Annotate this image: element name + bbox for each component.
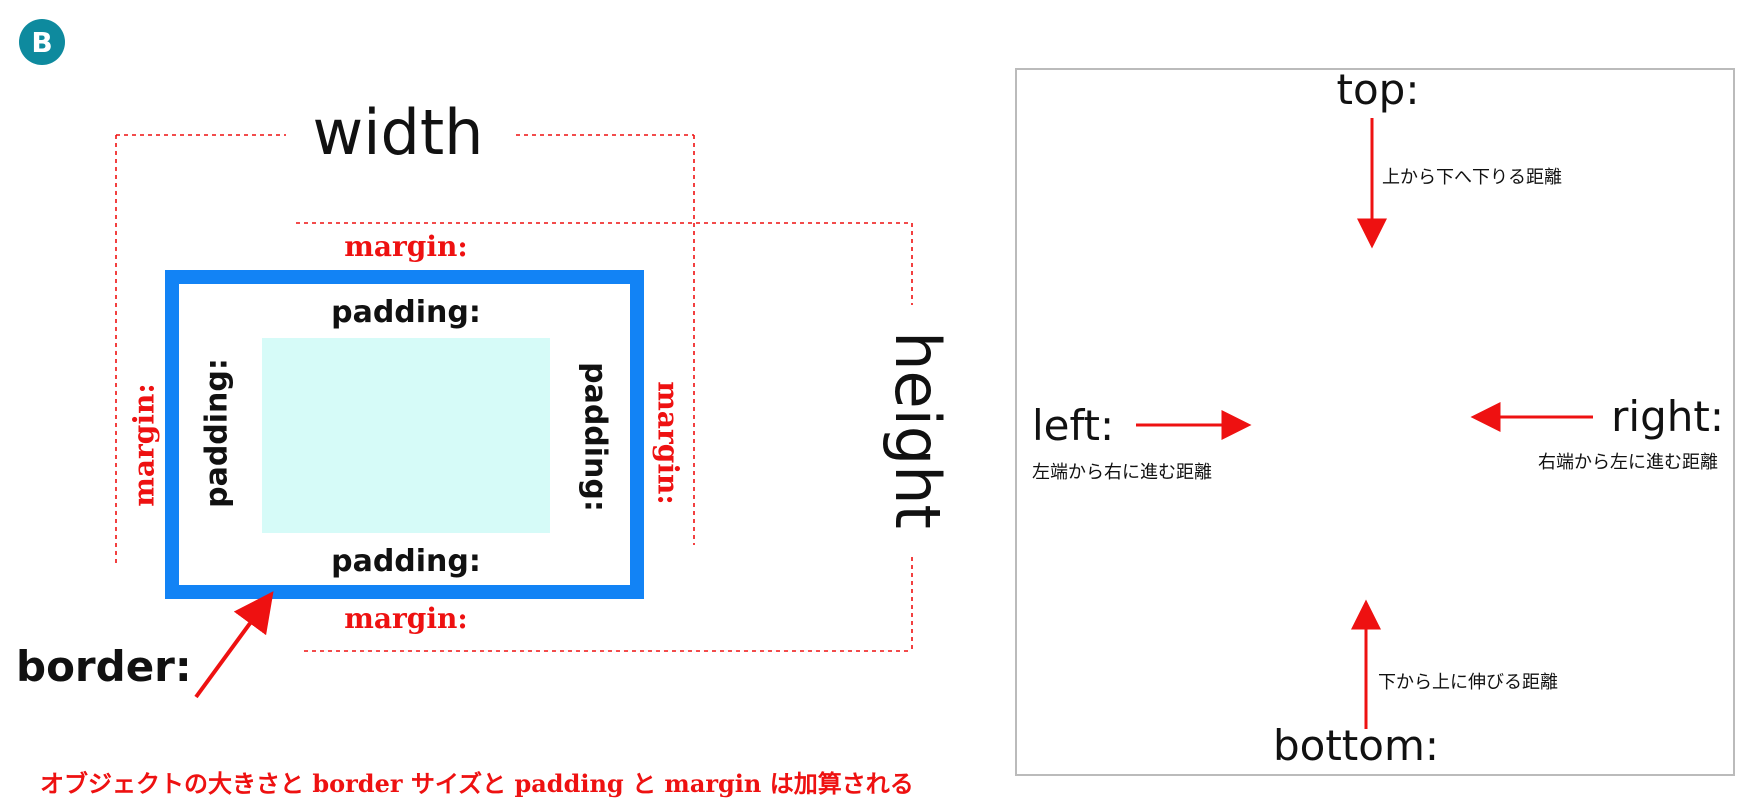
position-panel: top: 上から下へ下りる距離 left: 左端から右に進む距離 right: … (1015, 65, 1735, 776)
left-desc: 左端から右に進む距離 (1032, 462, 1212, 483)
width-label: width (313, 96, 484, 169)
footnote: オブジェクトの大きさと border サイズと padding と margin… (40, 769, 914, 798)
right-label: right: (1611, 392, 1724, 441)
badge-label: B (31, 26, 52, 59)
border-label: border: (16, 642, 192, 691)
box-model-diagram: width height margin: margin: margin: mar… (16, 96, 954, 798)
margin-label-right: margin: (652, 381, 685, 504)
border-arrow (194, 591, 274, 699)
badge-circle (19, 19, 65, 65)
margin-label-left: margin: (128, 383, 161, 506)
margin-label-top: margin: (344, 230, 467, 263)
top-label: top: (1337, 65, 1420, 114)
bottom-label: bottom: (1273, 721, 1439, 770)
padding-label-bottom: padding: (331, 544, 481, 579)
right-desc: 右端から左に進む距離 (1538, 452, 1718, 473)
padding-label-top: padding: (331, 295, 481, 330)
badge: B (19, 19, 65, 65)
top-desc: 上から下へ下りる距離 (1382, 167, 1562, 188)
content-area (262, 338, 550, 533)
padding-label-right: padding: (578, 362, 613, 512)
left-label: left: (1032, 401, 1114, 450)
margin-label-bottom: margin: (344, 602, 467, 635)
padding-label-left: padding: (200, 358, 235, 508)
height-label: height (881, 331, 954, 529)
dimension-guides (115, 134, 913, 652)
bottom-desc: 下から上に伸びる距離 (1378, 672, 1558, 693)
position-frame (1015, 68, 1735, 776)
